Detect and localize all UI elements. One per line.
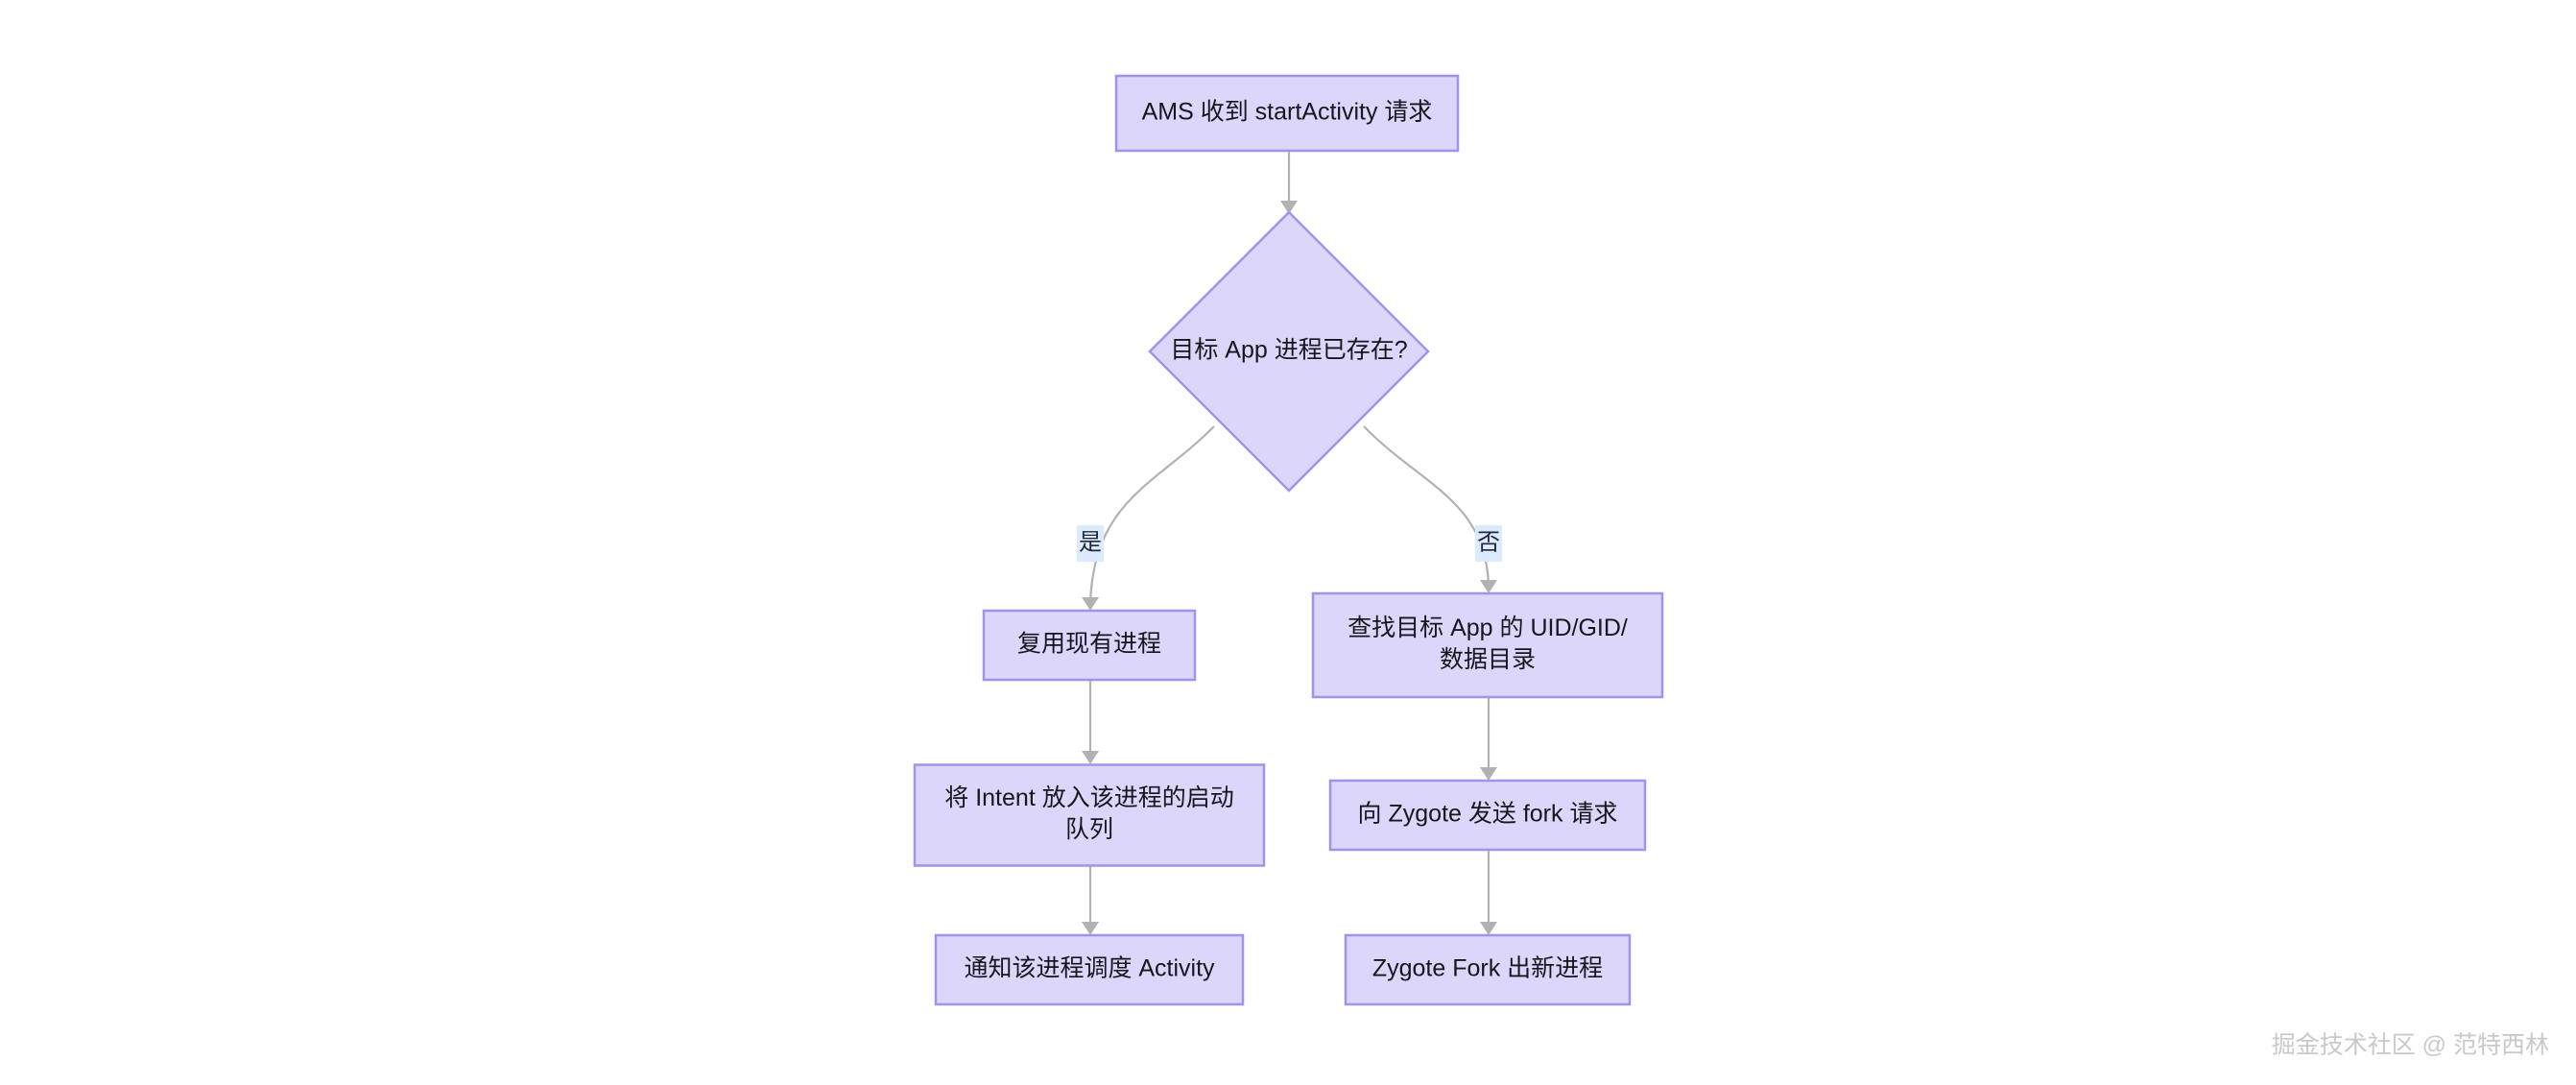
node-label: 将 Intent 放入该进程的启动 bbox=[944, 784, 1233, 811]
edge-edge-decision-yes bbox=[1082, 425, 1215, 611]
edge-label-edge-decision-no: 否 bbox=[1475, 525, 1502, 562]
node-label: 目标 App 进程已存在? bbox=[1170, 337, 1407, 364]
edge-edge-forkreq-to-forknew bbox=[1480, 850, 1497, 935]
node-label: AMS 收到 startActivity 请求 bbox=[1142, 99, 1433, 126]
arrowhead-icon bbox=[1082, 597, 1099, 611]
process-shape bbox=[934, 933, 1245, 1006]
node-process-exists-decision[interactable]: 目标 App 进程已存在? bbox=[1148, 210, 1430, 493]
node-label: 通知该进程调度 Activity bbox=[964, 955, 1215, 982]
process-shape bbox=[982, 609, 1197, 682]
process-shape bbox=[1114, 74, 1460, 153]
arrowhead-icon bbox=[1480, 767, 1497, 781]
decision-shape bbox=[1148, 210, 1430, 493]
node-reuse-process[interactable]: 复用现有进程 bbox=[982, 609, 1197, 682]
edge-label-background bbox=[1475, 525, 1502, 562]
edge-edge-ams-to-decision bbox=[1280, 151, 1298, 214]
edges-layer bbox=[1082, 151, 1497, 935]
arrowhead-icon bbox=[1082, 751, 1099, 764]
edge-label-background bbox=[1077, 525, 1104, 562]
edge-label-text: 是 bbox=[1079, 529, 1102, 555]
process-shape bbox=[1328, 779, 1647, 852]
process-shape bbox=[1311, 591, 1664, 699]
node-label: 队列 bbox=[1065, 816, 1113, 843]
node-lookup-uid-gid[interactable]: 查找目标 App 的 UID/GID/数据目录 bbox=[1311, 591, 1664, 699]
process-shape bbox=[913, 763, 1266, 867]
node-label: 向 Zygote 发送 fork 请求 bbox=[1358, 801, 1618, 828]
edge-label-edge-decision-yes: 是 bbox=[1077, 525, 1104, 562]
node-zygote-fork-request[interactable]: 向 Zygote 发送 fork 请求 bbox=[1328, 779, 1647, 852]
node-ams-request[interactable]: AMS 收到 startActivity 请求 bbox=[1114, 74, 1460, 153]
edge-edge-reuse-to-queue bbox=[1082, 680, 1099, 764]
edge-edge-decision-no bbox=[1363, 425, 1497, 593]
node-label: Zygote Fork 出新进程 bbox=[1372, 955, 1603, 982]
process-shape bbox=[1344, 933, 1632, 1006]
arrowhead-icon bbox=[1480, 580, 1497, 593]
node-label: 查找目标 App 的 UID/GID/ bbox=[1348, 615, 1628, 641]
node-label: 复用现有进程 bbox=[1017, 631, 1161, 658]
arrowhead-icon bbox=[1280, 201, 1298, 214]
edge-edge-queue-to-notify bbox=[1082, 866, 1099, 935]
node-zygote-fork-new-process[interactable]: Zygote Fork 出新进程 bbox=[1344, 933, 1632, 1006]
edge-labels-layer: 是否 bbox=[1077, 525, 1502, 562]
edge-edge-lookup-to-forkreq bbox=[1480, 697, 1497, 781]
watermark: 掘金技术社区 @ 范特西林 bbox=[2272, 1032, 2549, 1059]
arrowhead-icon bbox=[1082, 922, 1099, 935]
edge-label-text: 否 bbox=[1477, 529, 1500, 555]
node-notify-schedule-activity[interactable]: 通知该进程调度 Activity bbox=[934, 933, 1245, 1006]
arrowhead-icon bbox=[1480, 922, 1497, 935]
node-label: 数据目录 bbox=[1440, 646, 1536, 673]
